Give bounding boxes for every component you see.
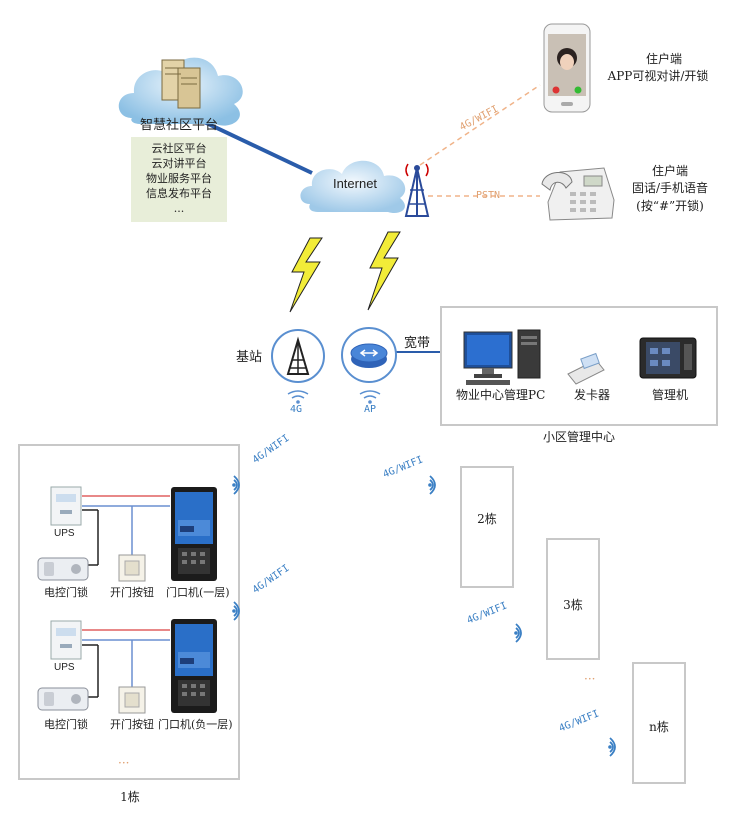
pstn-link-tag: PSTN — [476, 190, 501, 201]
card-issuer-icon — [567, 352, 605, 385]
lock-label: 电控门锁 — [44, 718, 88, 731]
mgmt-center-title: 小区管理中心 — [542, 430, 615, 444]
ups-label: UPS — [54, 662, 75, 673]
exit-button-label: 开门按钮 — [110, 718, 154, 731]
resident-phone-line1: 住户端 — [651, 164, 688, 178]
building-n-title: n栋 — [649, 720, 669, 734]
base-station-label: 基站 — [236, 350, 263, 365]
base-station-icon — [271, 329, 325, 383]
ups-icon — [50, 486, 82, 526]
more-devices-ellipsis: ··· — [118, 756, 130, 770]
manager-terminal-icon — [639, 337, 697, 379]
wifi-icon — [232, 475, 240, 495]
wifi-icon — [428, 475, 436, 495]
router-icon — [341, 327, 397, 383]
resident-phone-line3: (按“#”开锁) — [636, 199, 704, 213]
door-station-icon — [171, 619, 217, 713]
platform-item: 云社区平台 — [151, 142, 207, 155]
mgmt-center-box — [440, 306, 718, 426]
wifi-icon — [232, 601, 240, 621]
lightning-icon — [367, 231, 401, 311]
platform-items-panel: 云社区平台 云对讲平台 物业服务平台 信息发布平台 ... — [131, 137, 227, 222]
cell-tower-icon — [404, 163, 430, 217]
resident-app-line1: 住户端 — [645, 52, 682, 66]
building-1-title: 1栋 — [120, 790, 140, 804]
platform-item: 信息发布平台 — [146, 187, 212, 200]
mgmt-pc-label: 物业中心管理PC — [456, 388, 546, 402]
ups-label: UPS — [54, 528, 75, 539]
app-link-line — [419, 84, 541, 166]
desktop-pc-icon — [463, 329, 541, 385]
signal-waves-icon — [359, 390, 381, 404]
exit-button-label: 开门按钮 — [110, 586, 154, 599]
platform-internet-link — [199, 118, 313, 175]
cloud-server-icon — [118, 57, 243, 126]
platform-title: 智慧社区平台 — [139, 118, 218, 133]
resident-app-line2: APP可视对讲/开锁 — [607, 69, 709, 83]
wifi-icon — [514, 623, 522, 643]
ups-icon — [50, 620, 82, 660]
platform-item: 物业服务平台 — [146, 172, 212, 185]
building-3-box — [546, 538, 600, 660]
platform-item: 云对讲平台 — [151, 157, 207, 170]
door-station-label: 门口机(一层) — [166, 586, 230, 599]
building-n-box — [632, 662, 686, 784]
building-2-box — [460, 466, 514, 588]
manager-label: 管理机 — [652, 388, 689, 402]
router-label: 宽带 — [404, 336, 431, 351]
signal-waves-icon — [287, 390, 309, 404]
door-station-icon — [171, 487, 217, 581]
smartphone-icon — [543, 23, 591, 113]
exit-button-icon — [118, 686, 146, 714]
card-issuer-label: 发卡器 — [574, 388, 611, 402]
wifi-icon — [608, 737, 616, 757]
building-3-title: 3栋 — [563, 598, 583, 612]
internet-label: Internet — [332, 176, 378, 191]
building-2-title: 2栋 — [477, 512, 497, 526]
exit-button-icon — [118, 554, 146, 582]
resident-phone-line2: 固话/手机语音 — [631, 181, 709, 195]
lightning-icon — [289, 237, 323, 313]
lock-label: 电控门锁 — [44, 586, 88, 599]
platform-item: ... — [173, 202, 185, 215]
more-buildings-ellipsis: ··· — [584, 672, 596, 686]
door-station-label: 门口机(负一层) — [158, 718, 233, 731]
door-lock-icon — [37, 687, 89, 711]
door-lock-icon — [37, 557, 89, 581]
base-station-tag: 4G — [290, 404, 303, 415]
desk-phone-icon — [541, 167, 615, 221]
router-tag: AP — [364, 404, 377, 415]
internet-cloud-icon — [300, 160, 406, 214]
